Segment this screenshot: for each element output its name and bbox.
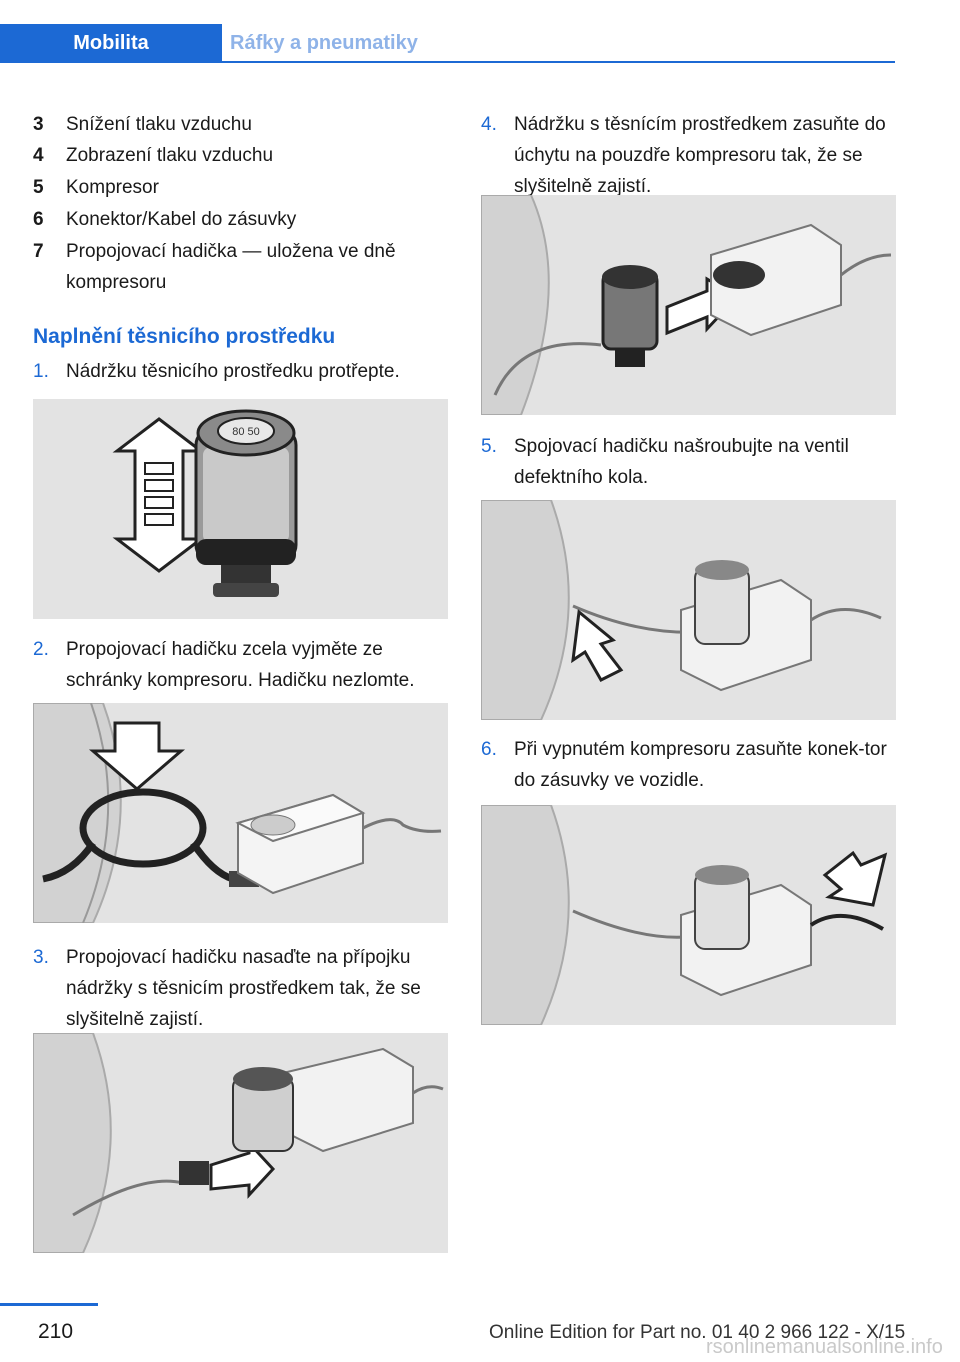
watermark: rsonlinemanualsonline.info xyxy=(706,1336,943,1358)
step-number: 3. xyxy=(33,947,49,968)
legend-number: 4 xyxy=(33,145,44,166)
legend-number: 3 xyxy=(33,114,44,135)
tab-mobilita[interactable]: Mobilita xyxy=(0,24,222,62)
legend-item: 7 Propojovací hadička — uložena ve dně k… xyxy=(33,236,426,298)
legend-item: 4 Zobrazení tlaku vzduchu xyxy=(33,140,426,171)
legend-text: Kompresor xyxy=(66,177,159,198)
section-title: Naplnění těsnicího prostředku xyxy=(33,325,336,348)
bottle-label: 80 50 xyxy=(232,426,260,438)
footer-edition: Online Edition for Part no. 01 40 2 966 … xyxy=(489,1322,906,1343)
header-divider xyxy=(0,61,895,63)
step-item: 3. Propojovací hadičku nasaďte na přípoj… xyxy=(33,942,449,1035)
step-text: Nádržku těsnicího prostředku protřepte. xyxy=(66,361,400,382)
step-text: Nádržku s těsnícím prostředkem zasuňte d… xyxy=(514,114,886,197)
legend-number: 5 xyxy=(33,177,44,198)
legend-text: Zobrazení tlaku vzduchu xyxy=(66,145,274,166)
step-text: Propojovací hadičku nasaďte na přípojku … xyxy=(66,947,421,1030)
legend-item: 5 Kompresor xyxy=(33,172,426,203)
step-text: Při vypnutém kompresoru zasuňte konek-to… xyxy=(514,739,887,791)
tab-rafky-a-pneumatiky[interactable]: Ráfky a pneumatiky xyxy=(230,31,418,54)
legend-item: 3 Snížení tlaku vzduchu xyxy=(33,109,426,140)
step-number: 6. xyxy=(481,739,497,760)
legend-text: Propojovací hadička — uložena ve dně kom… xyxy=(66,241,396,293)
figure-shake-bottle: 80 50 xyxy=(33,399,448,619)
figure-remove-hose xyxy=(33,703,448,923)
figure-attach-hose-to-bottle xyxy=(33,1033,448,1253)
legend-number: 6 xyxy=(33,209,44,230)
figure-plug-connector xyxy=(481,805,896,1025)
step-number: 2. xyxy=(33,639,49,660)
step-number: 1. xyxy=(33,361,49,382)
page-number: 210 xyxy=(38,1320,74,1343)
figure-insert-bottle xyxy=(481,195,896,415)
figure-screw-hose-to-valve xyxy=(481,500,896,720)
step-number: 4. xyxy=(481,114,497,135)
step-item: 4. Nádržku s těsnícím prostředkem zasuňt… xyxy=(481,109,897,202)
step-item: 6. Při vypnutém kompresoru zasuňte konek… xyxy=(481,734,897,796)
step-text: Spojovací hadičku našroubujte na ventil … xyxy=(514,436,849,488)
step-item: 5. Spojovací hadičku našroubujte na vent… xyxy=(481,431,897,493)
legend-text: Snížení tlaku vzduchu xyxy=(66,114,252,135)
step-item: 1. Nádržku těsnicího prostředku protřept… xyxy=(33,356,449,387)
legend-item: 6 Konektor/Kabel do zásuvky xyxy=(33,204,426,235)
page-number-bar xyxy=(0,1303,98,1306)
step-text: Propojovací hadičku zcela vyjměte ze sch… xyxy=(66,639,415,691)
legend-number: 7 xyxy=(33,241,44,262)
step-item: 2. Propojovací hadičku zcela vyjměte ze … xyxy=(33,634,449,696)
legend-text: Konektor/Kabel do zásuvky xyxy=(66,209,297,230)
step-number: 5. xyxy=(481,436,497,457)
